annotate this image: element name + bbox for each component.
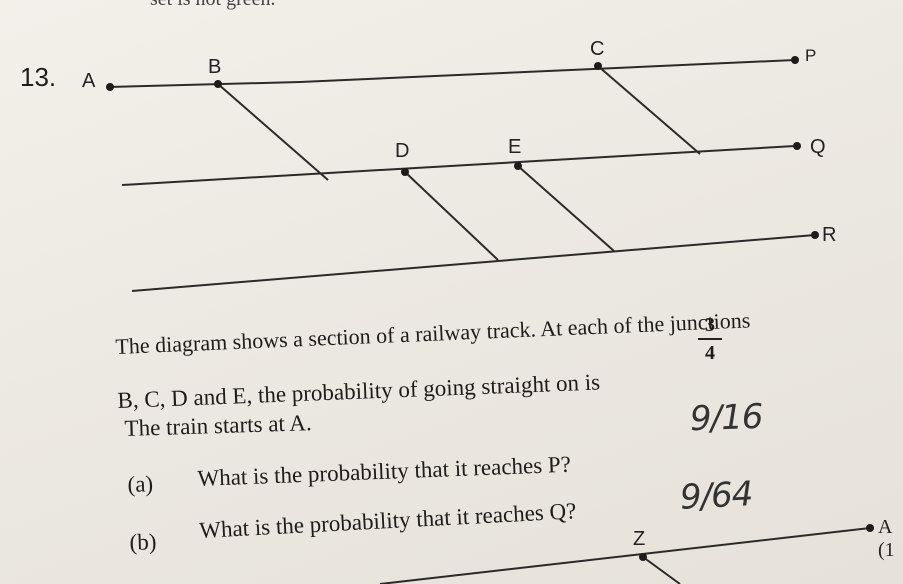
handwritten-answer-a: 9/16: [689, 396, 764, 440]
point-Q: [793, 142, 801, 150]
point-P: [791, 56, 799, 64]
label-A: A: [82, 70, 96, 92]
branch-z: [642, 556, 681, 584]
fraction-numerator: 3: [705, 314, 715, 336]
label-Z: Z: [633, 528, 646, 550]
point-Z: [639, 553, 647, 561]
cutoff-text: set is not green.: [150, 0, 276, 11]
point-C: [594, 62, 602, 70]
part-a-label: (a): [127, 471, 154, 498]
handwritten-answer-b: 9/64: [679, 474, 754, 518]
point-E: [514, 162, 522, 170]
label-D: D: [395, 140, 410, 162]
track-bottom: [131, 234, 816, 292]
part-b-label: (b): [129, 529, 157, 556]
fraction-denominator: 4: [705, 342, 715, 364]
probability-fraction: 3 4: [698, 314, 722, 364]
branch-C: [597, 65, 701, 155]
branch-D: [404, 171, 499, 261]
branch-E: [517, 165, 615, 252]
label-R: R: [822, 224, 837, 246]
label-A-bottom: A (1: [878, 516, 895, 561]
point-A: [106, 83, 114, 91]
fraction-bar: [698, 338, 722, 340]
branch-B: [217, 83, 329, 181]
track-z: [379, 527, 871, 584]
point-A-bottom: [866, 524, 874, 532]
label-E: E: [508, 136, 522, 158]
label-P: P: [805, 46, 817, 65]
label-Q: Q: [810, 136, 826, 158]
point-D: [401, 168, 409, 176]
point-R: [811, 231, 819, 239]
track-top-2: [299, 59, 796, 83]
point-B: [214, 80, 222, 88]
track-middle: [121, 145, 796, 186]
label-B: B: [208, 56, 222, 78]
question-number: 13.: [20, 62, 57, 92]
track-top: [107, 81, 301, 88]
label-C: C: [590, 38, 605, 60]
